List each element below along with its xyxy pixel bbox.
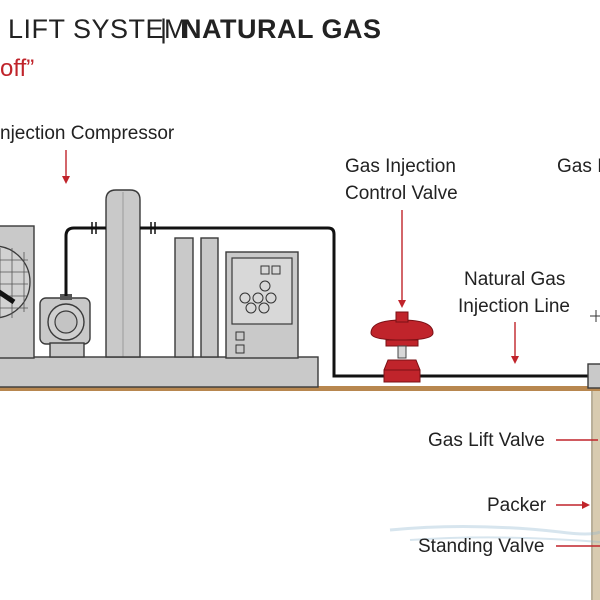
callout-arrow-packer [556,501,590,509]
scrubber-vessel [105,189,141,358]
label-gas-lift-valve: Gas Lift Valve [428,430,545,451]
label-gas-right: Gas I [557,156,600,177]
wellhead [587,310,600,389]
compressor-discharge-pipe [64,226,106,296]
well-casing [591,391,600,600]
title-separator: | [160,14,168,44]
label-injection-compressor: njection Compressor [0,123,175,144]
title-right: NATURAL GAS [182,14,382,44]
label-injection-line-1: Natural Gas [464,269,565,290]
pipe-flanges [91,222,156,234]
vessel-narrow-1 [174,237,194,358]
callout-arrow-control-valve [398,210,406,308]
control-valve [370,311,434,383]
callout-arrow-injection-line [511,322,519,364]
label-control-valve-2: Control Valve [345,183,458,204]
control-panel [225,251,299,359]
subtitle: off” [0,55,34,82]
label-packer: Packer [487,495,547,516]
vessel-narrow-2 [200,237,219,358]
label-control-valve-1: Gas Injection [345,156,456,177]
cooler-fan-unit [0,225,35,359]
compressor-motor [39,294,91,358]
callout-arrow-compressor [62,150,70,184]
compressor-skid [0,356,319,388]
gas-injection-pipe [140,226,588,378]
ground-surface [0,386,600,391]
title-left: LIFT SYSTEM [8,14,187,44]
label-standing-valve: Standing Valve [418,536,544,557]
label-injection-line-2: Injection Line [458,296,570,317]
fluid-level-waves [389,524,600,543]
